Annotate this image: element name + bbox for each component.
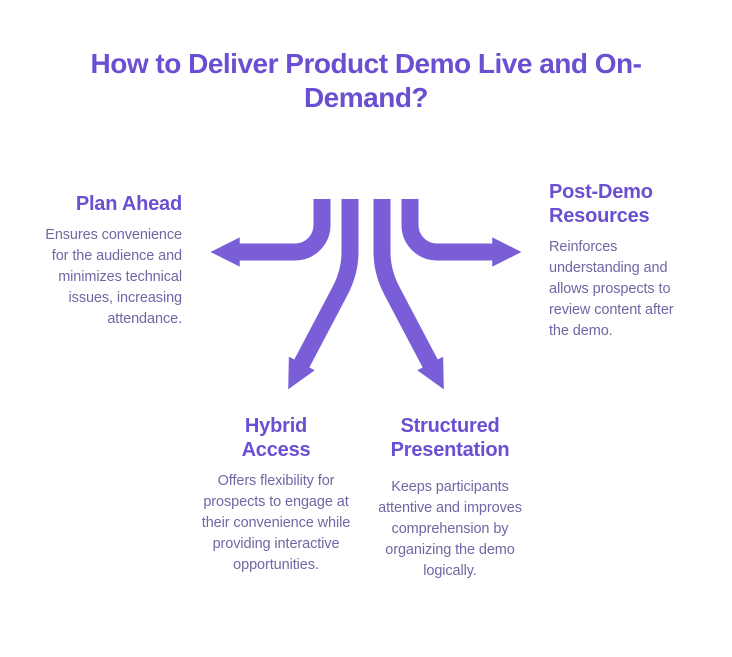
down-left-arrow [288,199,359,390]
structured-presentation-description: Keeps participants attentive and improve… [378,479,522,579]
page-title: How to Deliver Product Demo Live and On-… [90,48,642,113]
down-right-arrow [373,199,444,390]
left-arrow [210,199,331,267]
section-hybrid-access: Hybrid Access Offers flexibility for pro… [176,414,376,576]
structured-presentation-heading: Structured Presentation [390,415,510,461]
section-post-demo-resources: Post-Demo Resources Reinforces understan… [549,180,719,342]
post-demo-description: Reinforces understanding and allows pros… [549,239,674,339]
post-demo-heading: Post-Demo Resources [549,181,653,227]
right-arrow [401,199,522,267]
hybrid-access-heading: Hybrid Access [241,415,311,461]
plan-ahead-heading: Plan Ahead [75,193,182,215]
section-structured-presentation: Structured Presentation Keeps participan… [350,414,550,582]
hybrid-access-description: Offers flexibility for prospects to enga… [201,473,351,573]
section-plan-ahead: Plan Ahead Ensures convenience for the a… [0,192,182,330]
plan-ahead-description: Ensures convenience for the audience and… [45,227,182,327]
